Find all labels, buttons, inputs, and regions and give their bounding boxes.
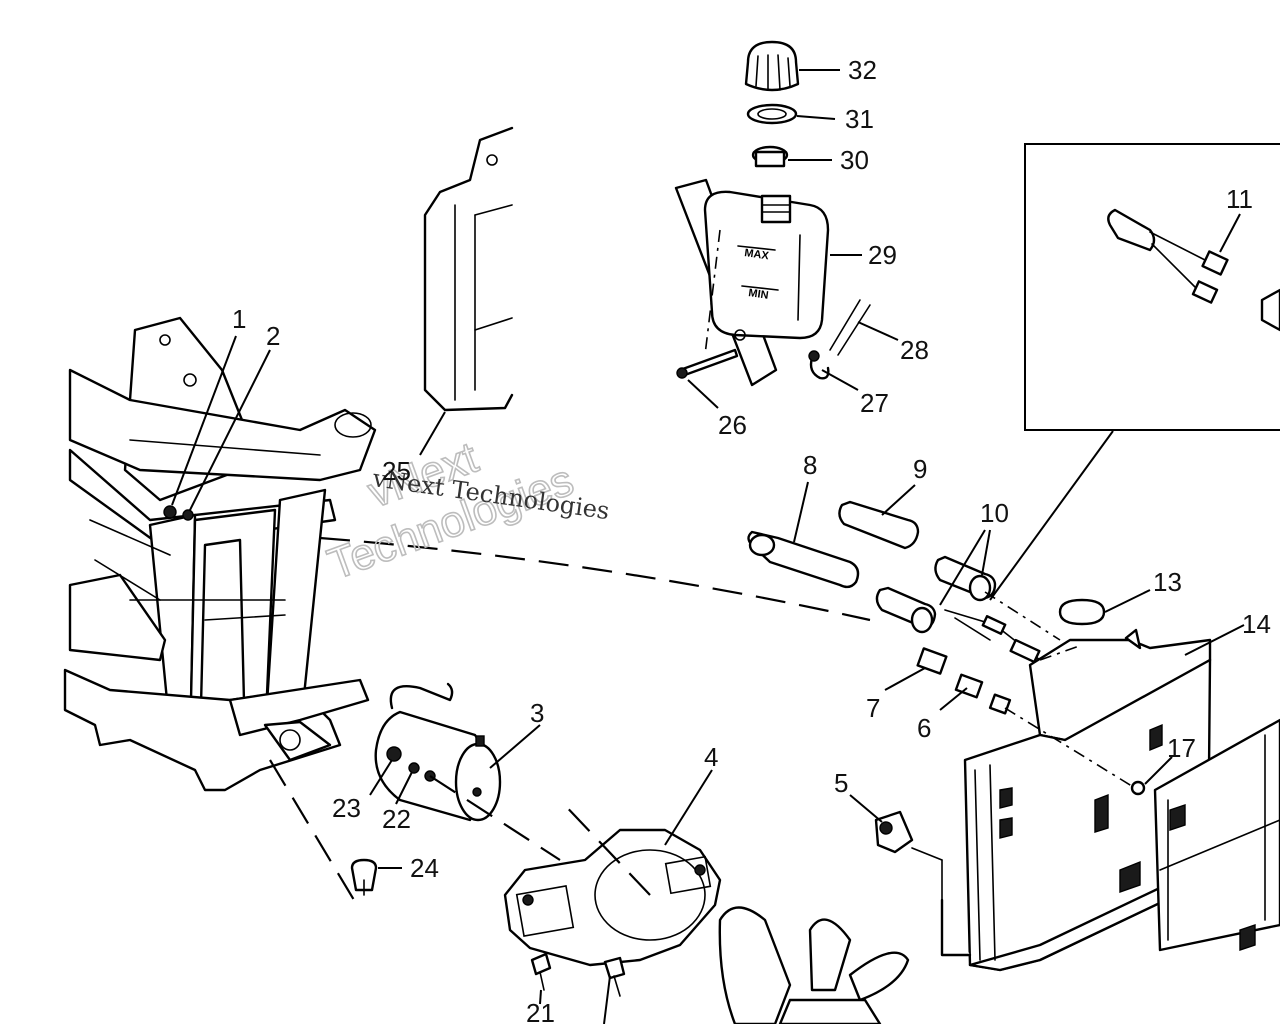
callout-5: 5	[834, 768, 848, 798]
callout-7: 7	[866, 693, 880, 723]
callout-26: 32	[848, 55, 877, 85]
tank-min-mark: MIN	[748, 287, 770, 302]
tank-max-mark: MAX	[744, 247, 771, 262]
hoses-and-fittings	[747, 500, 1041, 715]
callout-30: 28	[900, 335, 929, 365]
callout-23: 23	[332, 793, 361, 823]
sensor-detail-inset	[989, 143, 1280, 601]
radiator-assembly	[911, 598, 1212, 972]
callout-3: 3	[530, 698, 544, 728]
fan-blade	[718, 906, 910, 1024]
callout-10: 10	[980, 498, 1009, 528]
frame-assembly	[63, 316, 377, 792]
callout-31: 27	[860, 388, 889, 418]
fan-shroud	[503, 828, 722, 967]
callout-24: 24	[410, 853, 439, 883]
callout-27: 31	[845, 104, 874, 134]
fasteners	[350, 780, 1146, 997]
callout-17: 17	[1167, 733, 1196, 763]
callout-9: 9	[913, 454, 927, 484]
fan-motor	[374, 682, 502, 822]
callout-13: 13	[1153, 567, 1182, 597]
callout-29: 29	[868, 240, 897, 270]
coolant-reservoir-assembly: MAX MIN	[674, 40, 871, 387]
callout-22: 22	[382, 804, 411, 834]
callout-1: 1	[232, 304, 246, 334]
callout-6: 6	[917, 713, 931, 743]
callout-28: 30	[840, 145, 869, 175]
callout-25: 25	[382, 456, 411, 486]
radiator-grille	[1153, 718, 1280, 952]
assembly-guide-lines	[269, 229, 1136, 911]
callout-21: 21	[526, 998, 555, 1024]
callout-2: 2	[266, 321, 280, 351]
callout-14: 14	[1242, 609, 1271, 639]
callout-32: 26	[718, 410, 747, 440]
callout-11: 11	[1226, 184, 1253, 214]
callout-8: 8	[803, 450, 817, 480]
callout-numbers: 32 31 30 29 28 27 26 1 2 25 8 9 10 11 13…	[232, 55, 1271, 1024]
leader-lines	[171, 69, 1245, 1024]
callout-4: 4	[704, 742, 718, 772]
radiator-shroud	[423, 126, 514, 412]
